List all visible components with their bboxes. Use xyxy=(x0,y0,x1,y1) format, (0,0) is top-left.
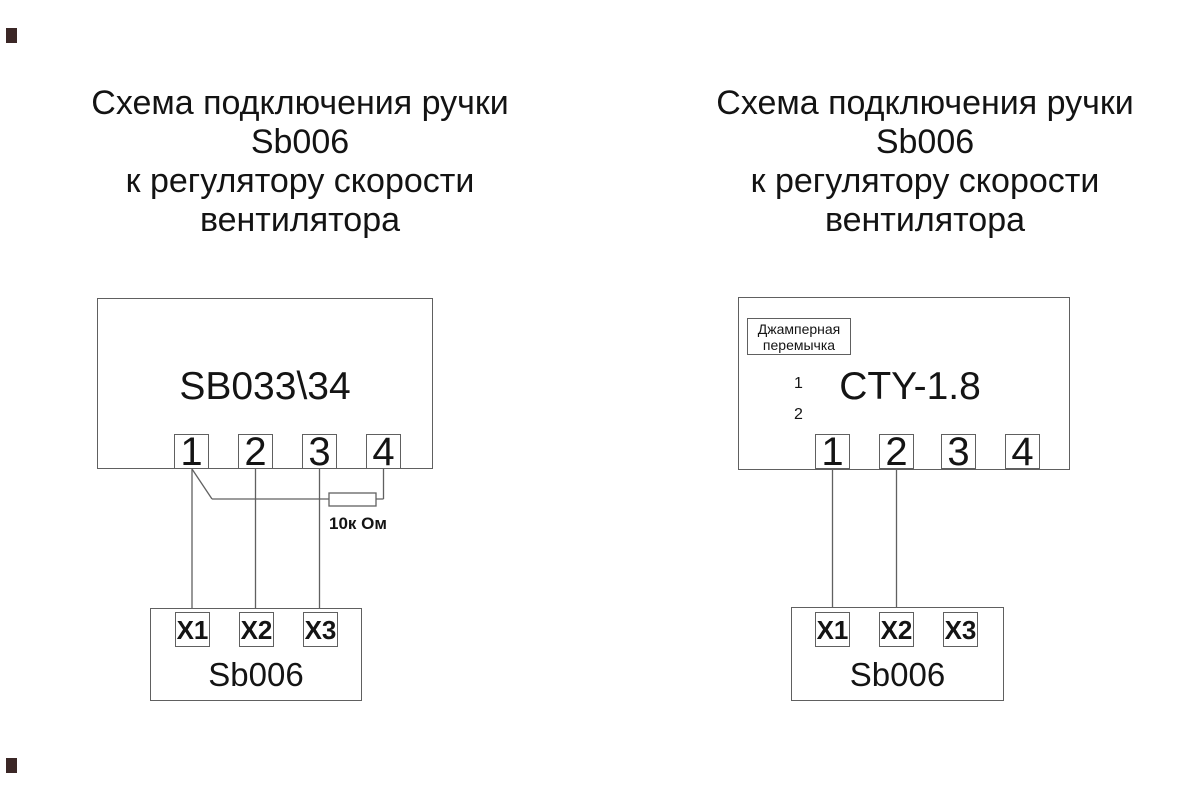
jumper-pin-label-1: 1 xyxy=(794,375,803,392)
left-handle-terminal-x1: X1 xyxy=(175,612,210,647)
left-title-line-4: вентилятора xyxy=(199,201,401,239)
right-title-line-1: Схема подключения ручки xyxy=(716,84,1134,122)
right-wiring xyxy=(831,470,898,612)
left-title: Схема подключения ручки Sb006 к регулято… xyxy=(40,84,560,240)
right-handle-terminal-x2: X2 xyxy=(879,612,914,647)
right-handle-label: Sb006 xyxy=(849,656,946,693)
left-terminal-4: 4 xyxy=(366,432,401,472)
left-title-line-1: Схема подключения ручки xyxy=(91,84,509,122)
left-terminal-3: 3 xyxy=(302,432,337,472)
right-terminal-3: 3 xyxy=(941,432,976,472)
right-handle-terminal-x1: X1 xyxy=(815,612,850,647)
jumper-note-line-1: Джамперная xyxy=(757,321,841,337)
resistor-value-label: 10к Ом xyxy=(329,514,387,533)
left-title-line-2: Sb006 xyxy=(250,123,350,161)
right-title-line-4: вентилятора xyxy=(824,201,1026,239)
resistor-symbol xyxy=(328,492,377,507)
right-terminal-1: 1 xyxy=(815,432,850,472)
left-handle-label: Sb006 xyxy=(208,656,304,693)
right-regulator-label: CTY-1.8 xyxy=(839,365,981,408)
left-handle-terminal-x2: X2 xyxy=(239,612,274,647)
left-regulator-label: SB033\34 xyxy=(179,365,351,408)
jumper-note-box: Джамперная перемычка xyxy=(747,318,851,355)
right-terminal-2: 2 xyxy=(879,432,914,472)
left-terminal-2: 2 xyxy=(238,432,273,472)
left-handle-terminal-x3: X3 xyxy=(303,612,338,647)
right-terminal-4: 4 xyxy=(1005,432,1040,472)
left-wiring xyxy=(191,468,385,613)
scan-artifact-top xyxy=(6,28,17,43)
left-terminal-1: 1 xyxy=(174,432,209,472)
right-handle-terminal-x3: X3 xyxy=(943,612,978,647)
jumper-pin-label-2: 2 xyxy=(794,406,803,423)
scan-artifact-bottom xyxy=(6,758,17,773)
right-title-line-3: к регулятору скорости xyxy=(750,162,1100,200)
right-title: Схема подключения ручки Sb006 к регулято… xyxy=(665,84,1185,240)
left-title-line-3: к регулятору скорости xyxy=(125,162,475,200)
jumper-note-line-2: перемычка xyxy=(762,337,836,353)
right-title-line-2: Sb006 xyxy=(875,123,975,161)
